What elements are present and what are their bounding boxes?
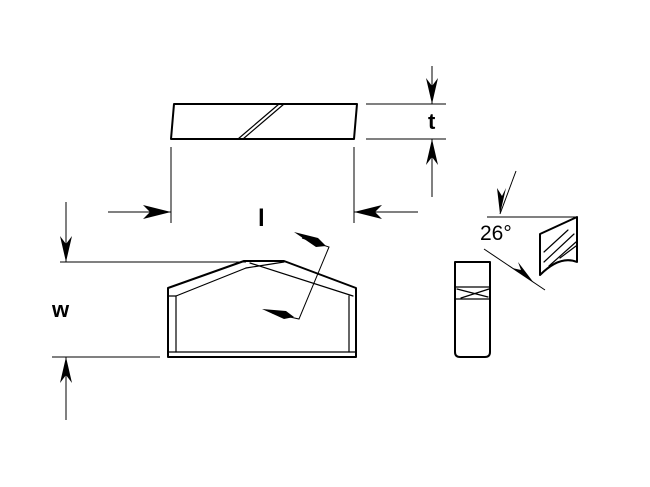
width-label: w	[51, 297, 70, 322]
thickness-dimension: t	[366, 66, 446, 197]
side-view	[454, 261, 491, 358]
width-dimension: w	[51, 202, 72, 420]
angle-dimension: 26°	[480, 170, 577, 291]
top-view	[170, 103, 358, 140]
thickness-label: t	[428, 109, 436, 134]
length-label: l	[258, 205, 265, 232]
length-dimension: l	[108, 147, 418, 232]
detail-view	[539, 216, 578, 276]
edge-leader	[262, 232, 330, 320]
angle-label: 26°	[480, 222, 512, 245]
front-view	[52, 260, 357, 358]
